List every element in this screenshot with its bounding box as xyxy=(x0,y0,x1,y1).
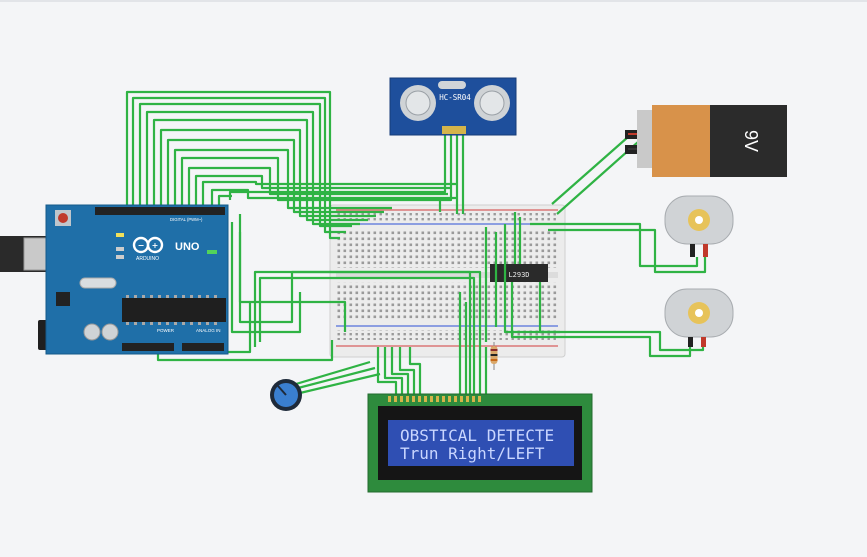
rx-led xyxy=(116,255,124,259)
capacitor-1 xyxy=(83,323,101,341)
analog-label: ANALOG IN xyxy=(196,328,221,333)
resistor[interactable] xyxy=(490,342,498,370)
lcd-16x2[interactable]: OBSTICAL DETECTE Trun Right/LEFT xyxy=(367,393,593,493)
wires xyxy=(125,90,707,395)
arduino-uno[interactable]: − + UNO ARDUINO DIGITAL (PWM~) POWER ANA… xyxy=(0,204,229,355)
digital-label: DIGITAL (PWM~) xyxy=(170,217,203,222)
breadboard xyxy=(329,204,566,358)
lcd-line-2: Trun Right/LEFT xyxy=(400,444,545,463)
microcontroller-chip xyxy=(122,298,226,322)
l293d-chip[interactable]: L293D xyxy=(490,264,548,282)
sensor-label: HC-SR04 xyxy=(439,93,471,102)
potentiometer[interactable] xyxy=(270,379,302,411)
crystal xyxy=(79,277,117,289)
ultrasonic-sensor[interactable]: HC-SR04 xyxy=(389,77,517,136)
reset-button[interactable] xyxy=(55,210,71,226)
brand-label: ARDUINO xyxy=(136,256,159,262)
capacitor-2 xyxy=(101,323,119,341)
power-label: POWER xyxy=(157,328,175,333)
tx-led xyxy=(116,247,124,251)
model-label: UNO xyxy=(175,241,200,253)
lcd-pin-header xyxy=(388,396,481,402)
dc-motor-1[interactable] xyxy=(664,195,734,257)
arduino-logo: − + xyxy=(132,236,164,254)
battery-label: 9V xyxy=(741,130,761,152)
l-led xyxy=(116,233,124,237)
lcd-line-1: OBSTICAL DETECTE xyxy=(400,426,554,445)
svg-text:−: − xyxy=(138,241,145,250)
dc-motor-2[interactable] xyxy=(664,288,734,347)
on-led xyxy=(207,250,217,254)
svg-text:+: + xyxy=(152,241,159,250)
svg-text:L293D: L293D xyxy=(508,271,529,279)
battery-9v[interactable]: 9V xyxy=(625,105,787,177)
regulator xyxy=(56,292,70,306)
